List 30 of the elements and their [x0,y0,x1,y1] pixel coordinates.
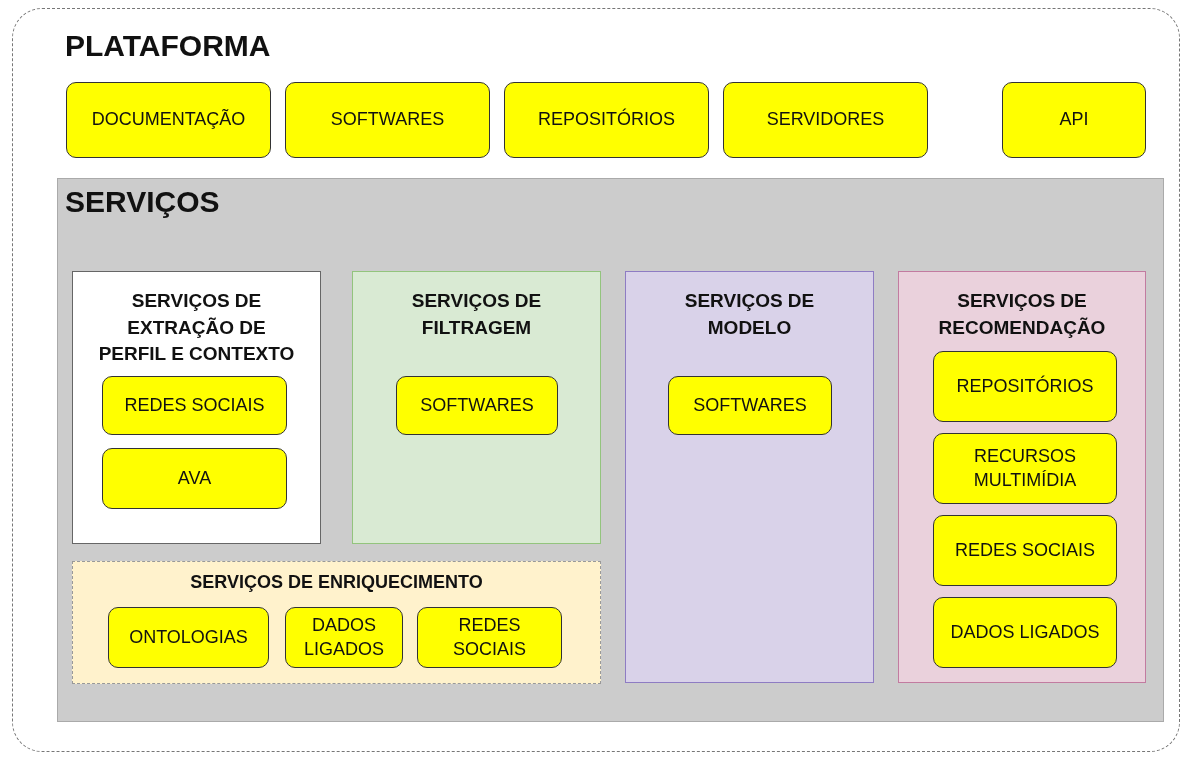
group-title: SERVIÇOS DE FILTRAGEM [410,289,543,340]
item-box: REPOSITÓRIOS [933,351,1117,422]
group-panel [898,271,1146,683]
group-title: SERVIÇOS [65,185,220,219]
item-box: DADOS LIGADOS [933,597,1117,668]
item-box: DADOS LIGADOS [285,607,403,668]
item-box: DOCUMENTAÇÃO [66,82,271,158]
item-box: REDES SOCIAIS [933,515,1117,586]
item-box: AVA [102,448,287,509]
group-panel [72,271,321,544]
group-panel [625,271,874,683]
item-box: REPOSITÓRIOS [504,82,709,158]
group-panel [57,178,1164,722]
group-title: SERVIÇOS DE RECOMENDAÇÃO [937,289,1107,340]
group-title: SERVIÇOS DE MODELO [683,289,816,340]
item-box: SOFTWARES [396,376,558,435]
group-title: SERVIÇOS DE EXTRAÇÃO DE PERFIL E CONTEXTO [97,289,296,367]
item-box: SERVIDORES [723,82,928,158]
group-title: SERVIÇOS DE ENRIQUECIMENTO [189,571,484,594]
item-box: SOFTWARES [668,376,832,435]
item-box: ONTOLOGIAS [108,607,269,668]
group-title: PLATAFORMA [65,29,271,63]
platform-frame [12,8,1180,752]
item-box: API [1002,82,1146,158]
item-box: RECURSOS MULTIMÍDIA [933,433,1117,504]
item-box: SOFTWARES [285,82,490,158]
group-panel [352,271,601,544]
group-panel [72,561,601,684]
item-box: REDES SOCIAIS [417,607,562,668]
item-box: REDES SOCIAIS [102,376,287,435]
